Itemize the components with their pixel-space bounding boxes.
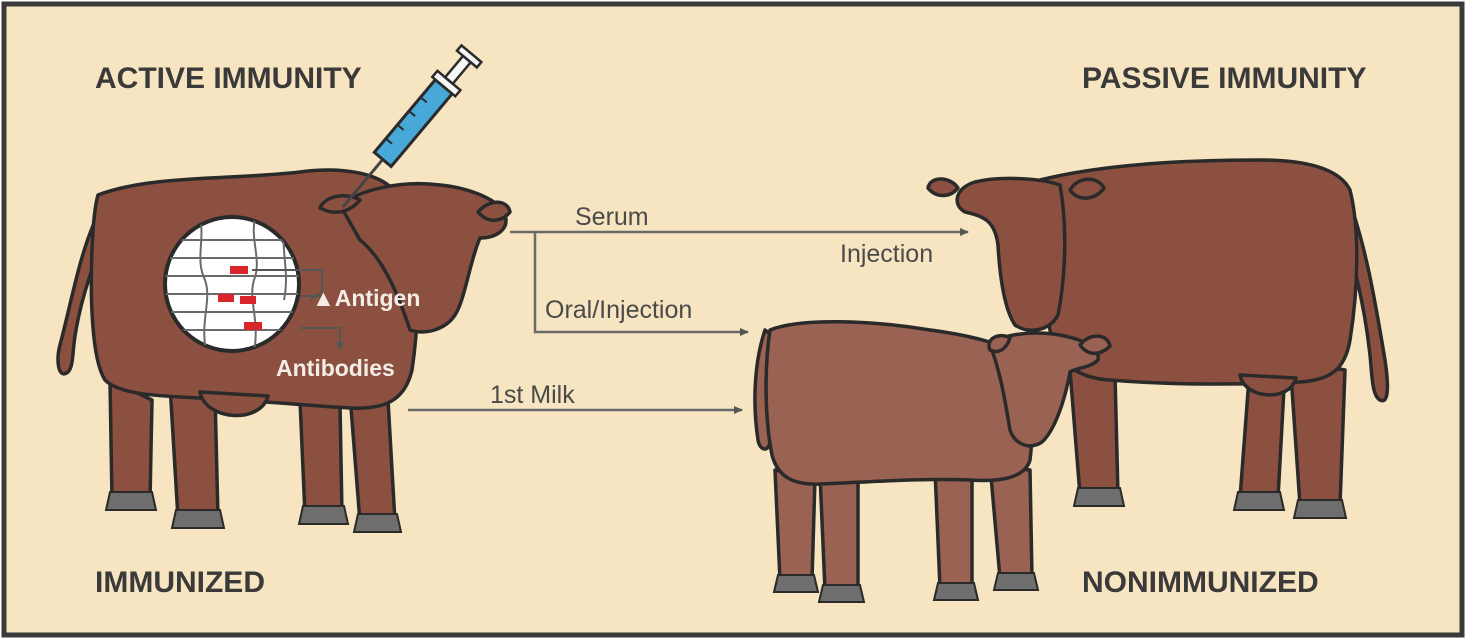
first-milk-label: 1st Milk [490,381,575,409]
oral-injection-label: Oral/Injection [545,296,692,324]
antigen-marker [244,322,262,330]
injection-label: Injection [840,240,933,268]
serum-label: Serum [575,203,649,231]
antigen-marker [240,296,256,304]
passive-immunity-heading: PASSIVE IMMUNITY [1082,62,1366,95]
active-immunity-heading: ACTIVE IMMUNITY [95,62,362,95]
antigen-marker [218,294,234,302]
antigen-label: ▲Antigen [312,285,420,311]
nonimmunized-label: NONIMMUNIZED [1082,566,1319,599]
immunized-label: IMMUNIZED [95,566,265,599]
antigen-marker [230,266,248,274]
antibodies-label: Antibodies [276,355,395,381]
